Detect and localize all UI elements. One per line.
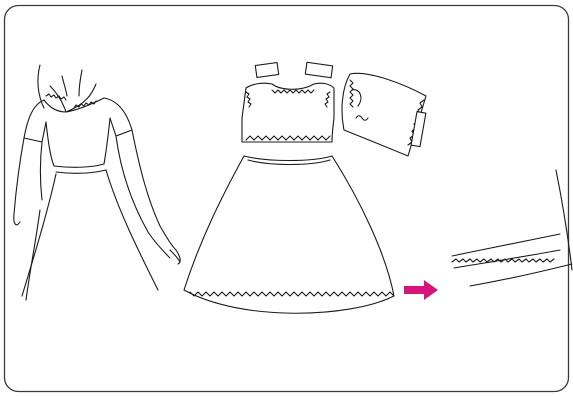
arrow-right-icon	[404, 280, 438, 300]
skirt-piece	[184, 156, 394, 313]
hem-detail-closeup	[452, 170, 572, 286]
figure-wearing-dress	[14, 65, 180, 300]
bodice-piece	[242, 62, 334, 142]
sleeve-piece	[342, 73, 426, 156]
